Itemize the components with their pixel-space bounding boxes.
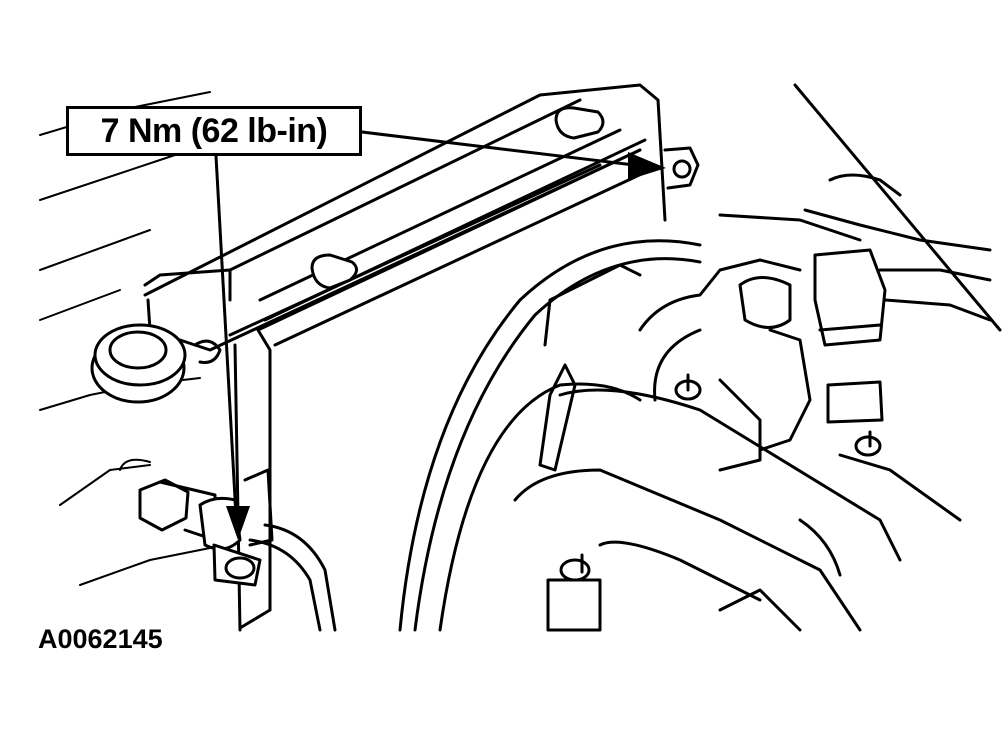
leader-arrows <box>214 130 666 540</box>
radiator <box>143 83 700 632</box>
generator <box>513 388 902 632</box>
figure-id: A0062145 <box>38 624 163 654</box>
intake-assembly <box>638 248 992 522</box>
lower-bracket-bolt <box>138 468 337 632</box>
radiator-cap <box>90 323 222 404</box>
torque-label: 7 Nm (62 lb-in) <box>100 112 328 150</box>
fan-shroud <box>398 239 702 632</box>
torque-callout: 7 Nm (62 lb-in) <box>66 106 362 156</box>
hood-edge-right <box>718 83 1002 332</box>
